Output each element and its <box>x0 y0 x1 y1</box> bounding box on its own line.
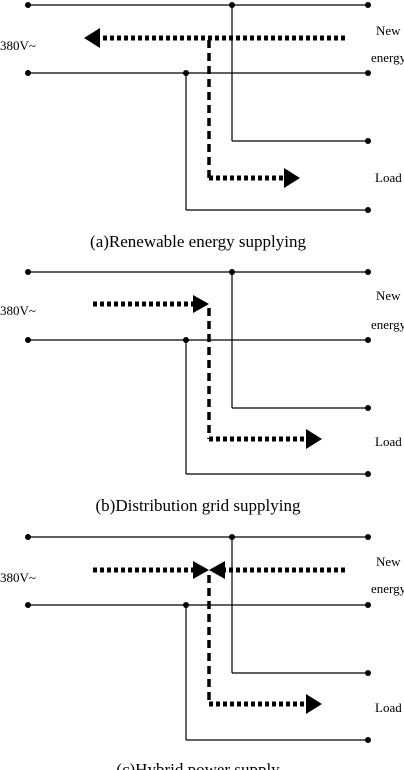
load-label: Load <box>375 700 402 715</box>
flow-arrowhead <box>284 168 300 188</box>
load-label: Load <box>375 170 402 185</box>
source-label: 380V~ <box>0 570 36 585</box>
flow-arrowhead <box>209 561 225 579</box>
panel-c: 380V~ New energy Load (c)Hybrid power su… <box>0 534 404 770</box>
panel-b: 380V~ New energy Load (b)Distribution gr… <box>0 269 404 515</box>
new-energy-label: New <box>376 23 401 38</box>
node-dots <box>25 2 371 213</box>
source-label: 380V~ <box>0 303 36 318</box>
panel-a: 380V~ New energy Load (a)Renewable energ… <box>0 2 404 251</box>
caption: (a)Renewable energy supplying <box>90 232 306 251</box>
new-energy-label: energy <box>371 50 404 65</box>
flow-arrowhead <box>84 28 100 48</box>
flow-arrowhead <box>306 429 322 449</box>
node-dots <box>25 269 371 477</box>
new-energy-label: New <box>376 288 401 303</box>
new-energy-label: energy <box>371 317 404 332</box>
flow-arrowhead <box>306 694 322 714</box>
new-energy-label: New <box>376 554 401 569</box>
flow-arrowhead <box>193 561 209 579</box>
caption: (c)Hybrid power supply <box>116 760 280 770</box>
node-dots <box>25 534 371 743</box>
new-energy-label: energy <box>371 581 404 596</box>
flow-arrowhead <box>193 295 209 313</box>
load-label: Load <box>375 434 402 449</box>
source-label: 380V~ <box>0 38 36 53</box>
caption: (b)Distribution grid supplying <box>96 496 301 515</box>
